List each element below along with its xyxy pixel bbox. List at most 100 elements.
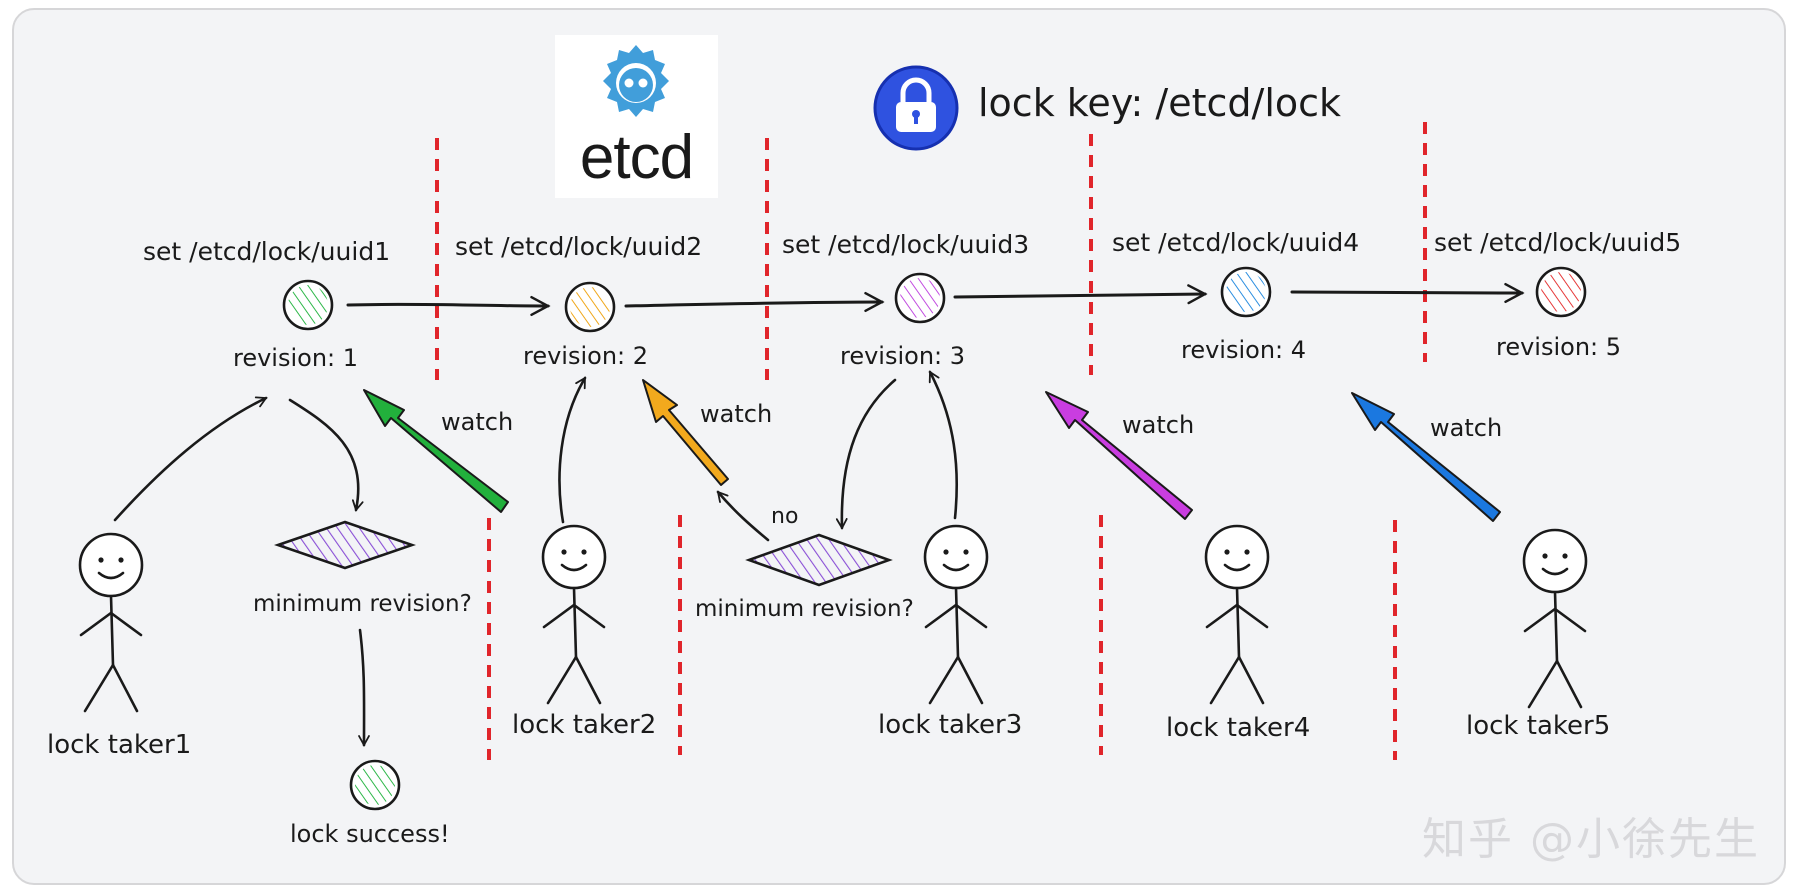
operation-label: set /etcd/lock/uuid3 <box>782 230 1029 259</box>
stick-figure-arms <box>924 603 988 629</box>
stick-figure-body <box>954 586 960 659</box>
stick-figure-mouth <box>1223 563 1251 572</box>
stick-figure-head <box>1204 524 1270 590</box>
node-hatch <box>288 285 328 325</box>
stick-figure-eye <box>561 549 567 555</box>
revision-node-4 <box>1220 266 1272 318</box>
revision-label: revision: 5 <box>1496 333 1621 361</box>
flow-arrow <box>358 628 370 747</box>
flow-arrow <box>928 370 959 520</box>
stick-figure-mouth <box>1541 567 1569 576</box>
stick-figure-arms <box>79 611 143 637</box>
separators <box>435 122 1427 760</box>
taker-label: lock taker4 <box>1166 713 1310 743</box>
operation-labels: set /etcd/lock/uuid1 set /etcd/lock/uuid… <box>143 228 1681 266</box>
watch-arrow-shape <box>642 379 729 486</box>
flow-arrow <box>716 490 770 542</box>
node-hatch <box>900 278 940 318</box>
operation-label: set /etcd/lock/uuid1 <box>143 237 390 266</box>
stick-figure-eye <box>1542 553 1548 559</box>
stick-figure-body <box>1553 590 1559 663</box>
revision-label: revision: 1 <box>233 344 358 372</box>
stick-figure-eye <box>581 549 587 555</box>
stick-figure-legs <box>1209 654 1265 705</box>
node-hatch <box>355 765 395 805</box>
flow-arrow <box>113 396 268 522</box>
watch-arrow-4: watch <box>1351 392 1502 522</box>
stick-figure-arms <box>542 603 606 629</box>
etcd-logo: etcd <box>555 35 718 198</box>
taker-label: lock taker3 <box>878 710 1022 740</box>
stick-figure-mouth <box>560 563 588 572</box>
stick-figure-arms <box>1205 603 1269 629</box>
watch-arrows: watch watch watch watch <box>363 379 1502 522</box>
stick-figure-head <box>78 532 144 598</box>
etcd-gear-icon <box>603 45 669 117</box>
stick-figure-body <box>572 586 578 659</box>
revision-chain <box>346 282 1525 317</box>
operation-label: set /etcd/lock/uuid2 <box>455 232 702 261</box>
stick-figure-eye <box>118 557 124 563</box>
stick-figure-legs <box>928 654 984 705</box>
watch-arrow-shape <box>1351 392 1501 522</box>
decision-label: minimum revision? <box>253 591 472 617</box>
diagram-canvas <box>12 8 1786 885</box>
lock-taker-2 <box>541 524 607 705</box>
stick-figure-eye <box>1244 549 1250 555</box>
flow-arrows <box>113 370 959 747</box>
lock-takers <box>78 524 1588 713</box>
decision-label: minimum revision? <box>695 596 914 622</box>
revision-label: revision: 4 <box>1181 336 1306 364</box>
stick-figure-body <box>109 594 115 667</box>
stick-figure-eye <box>1224 549 1230 555</box>
taker-label: lock taker2 <box>512 710 656 740</box>
stick-figure-body <box>1235 586 1241 659</box>
watch-arrow-1: watch <box>363 389 513 513</box>
stick-figure-head <box>541 524 607 590</box>
revision-label: revision: 2 <box>523 342 648 370</box>
stick-figure-eye <box>1562 553 1568 559</box>
watch-label: watch <box>441 408 513 436</box>
watermark: 知乎 @小徐先生 <box>1422 814 1760 865</box>
success-label: lock success! <box>290 820 450 848</box>
decision-2: minimum revision? <box>695 533 914 622</box>
lock-taker-5 <box>1522 528 1588 709</box>
revision-node-2 <box>564 281 616 333</box>
stick-figure-arms <box>1523 607 1587 633</box>
revision-node-5 <box>1535 266 1587 318</box>
watch-label: watch <box>1430 414 1502 442</box>
taker-labels: lock taker1 lock taker2 lock taker3 lock… <box>47 710 1610 760</box>
lock-success: lock success! <box>290 759 450 848</box>
watch-label: watch <box>1122 411 1194 439</box>
stick-figure-legs <box>83 662 139 713</box>
stick-figure-mouth <box>942 563 970 572</box>
decision-1: minimum revision? <box>253 520 472 617</box>
lock-taker-1 <box>78 532 144 713</box>
padlock-glyph <box>896 77 936 132</box>
flow-arrow <box>288 398 364 512</box>
lock-key-header: lock key: /etcd/lock <box>873 65 1341 151</box>
watch-arrow-2: watch <box>642 379 772 486</box>
node-hatch <box>1226 272 1266 312</box>
stick-figure-head <box>923 524 989 590</box>
node-hatch <box>1541 272 1581 312</box>
revision-labels: revision: 1 revision: 2 revision: 3 revi… <box>233 333 1621 372</box>
flow-arrow <box>558 376 587 524</box>
chain-arrow <box>346 295 551 317</box>
node-hatch <box>570 287 610 327</box>
no-label: no <box>771 504 798 529</box>
etcd-logo-text: etcd <box>579 123 694 192</box>
lock-taker-3 <box>923 524 989 705</box>
lock-taker-4 <box>1204 524 1270 705</box>
stick-figure-legs <box>1527 658 1583 709</box>
watch-label: watch <box>700 400 772 428</box>
revision-nodes <box>282 266 1587 333</box>
watch-arrow-3: watch <box>1045 391 1194 520</box>
stick-figure-eye <box>943 549 949 555</box>
operation-label: set /etcd/lock/uuid5 <box>1434 228 1681 257</box>
chain-arrow <box>624 291 885 313</box>
stick-figure-eye <box>98 557 104 563</box>
taker-label: lock taker1 <box>47 730 191 760</box>
stick-figure-mouth <box>97 571 125 580</box>
